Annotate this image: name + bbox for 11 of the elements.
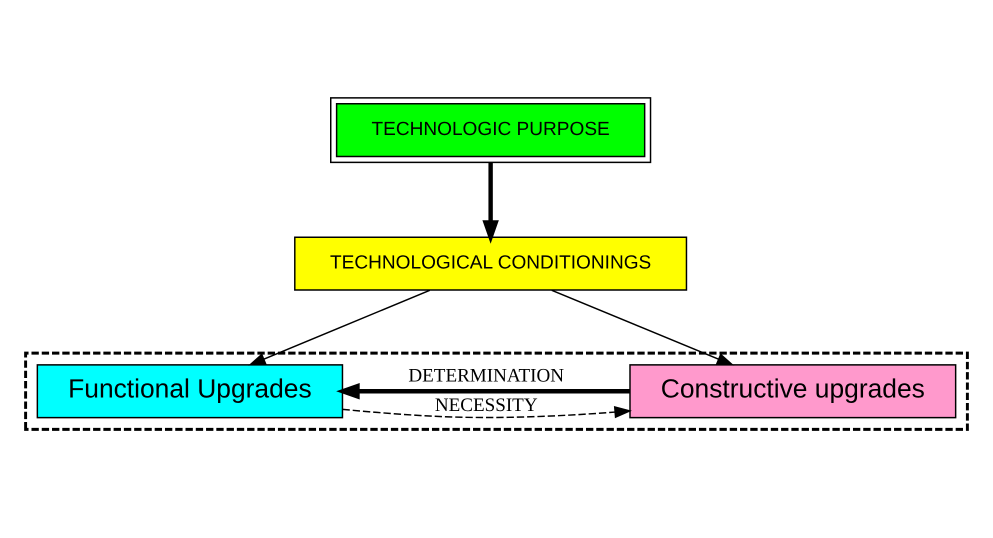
- arrow: [342, 405, 632, 418]
- edge-label: DETERMINATION: [408, 365, 564, 386]
- edge-label: NECESSITY: [434, 394, 538, 416]
- arrow: [248, 289, 430, 366]
- node-box: TECHNOLOGIC PURPOSE: [330, 96, 652, 163]
- node-box: Functional Upgrades: [36, 364, 344, 418]
- node-box: Constructive upgrades: [629, 364, 956, 418]
- node-box: TECHNOLOGICAL CONDITIONINGS: [294, 236, 688, 290]
- arrow: [552, 289, 734, 366]
- arrow: [482, 162, 499, 244]
- arrow: [336, 382, 630, 399]
